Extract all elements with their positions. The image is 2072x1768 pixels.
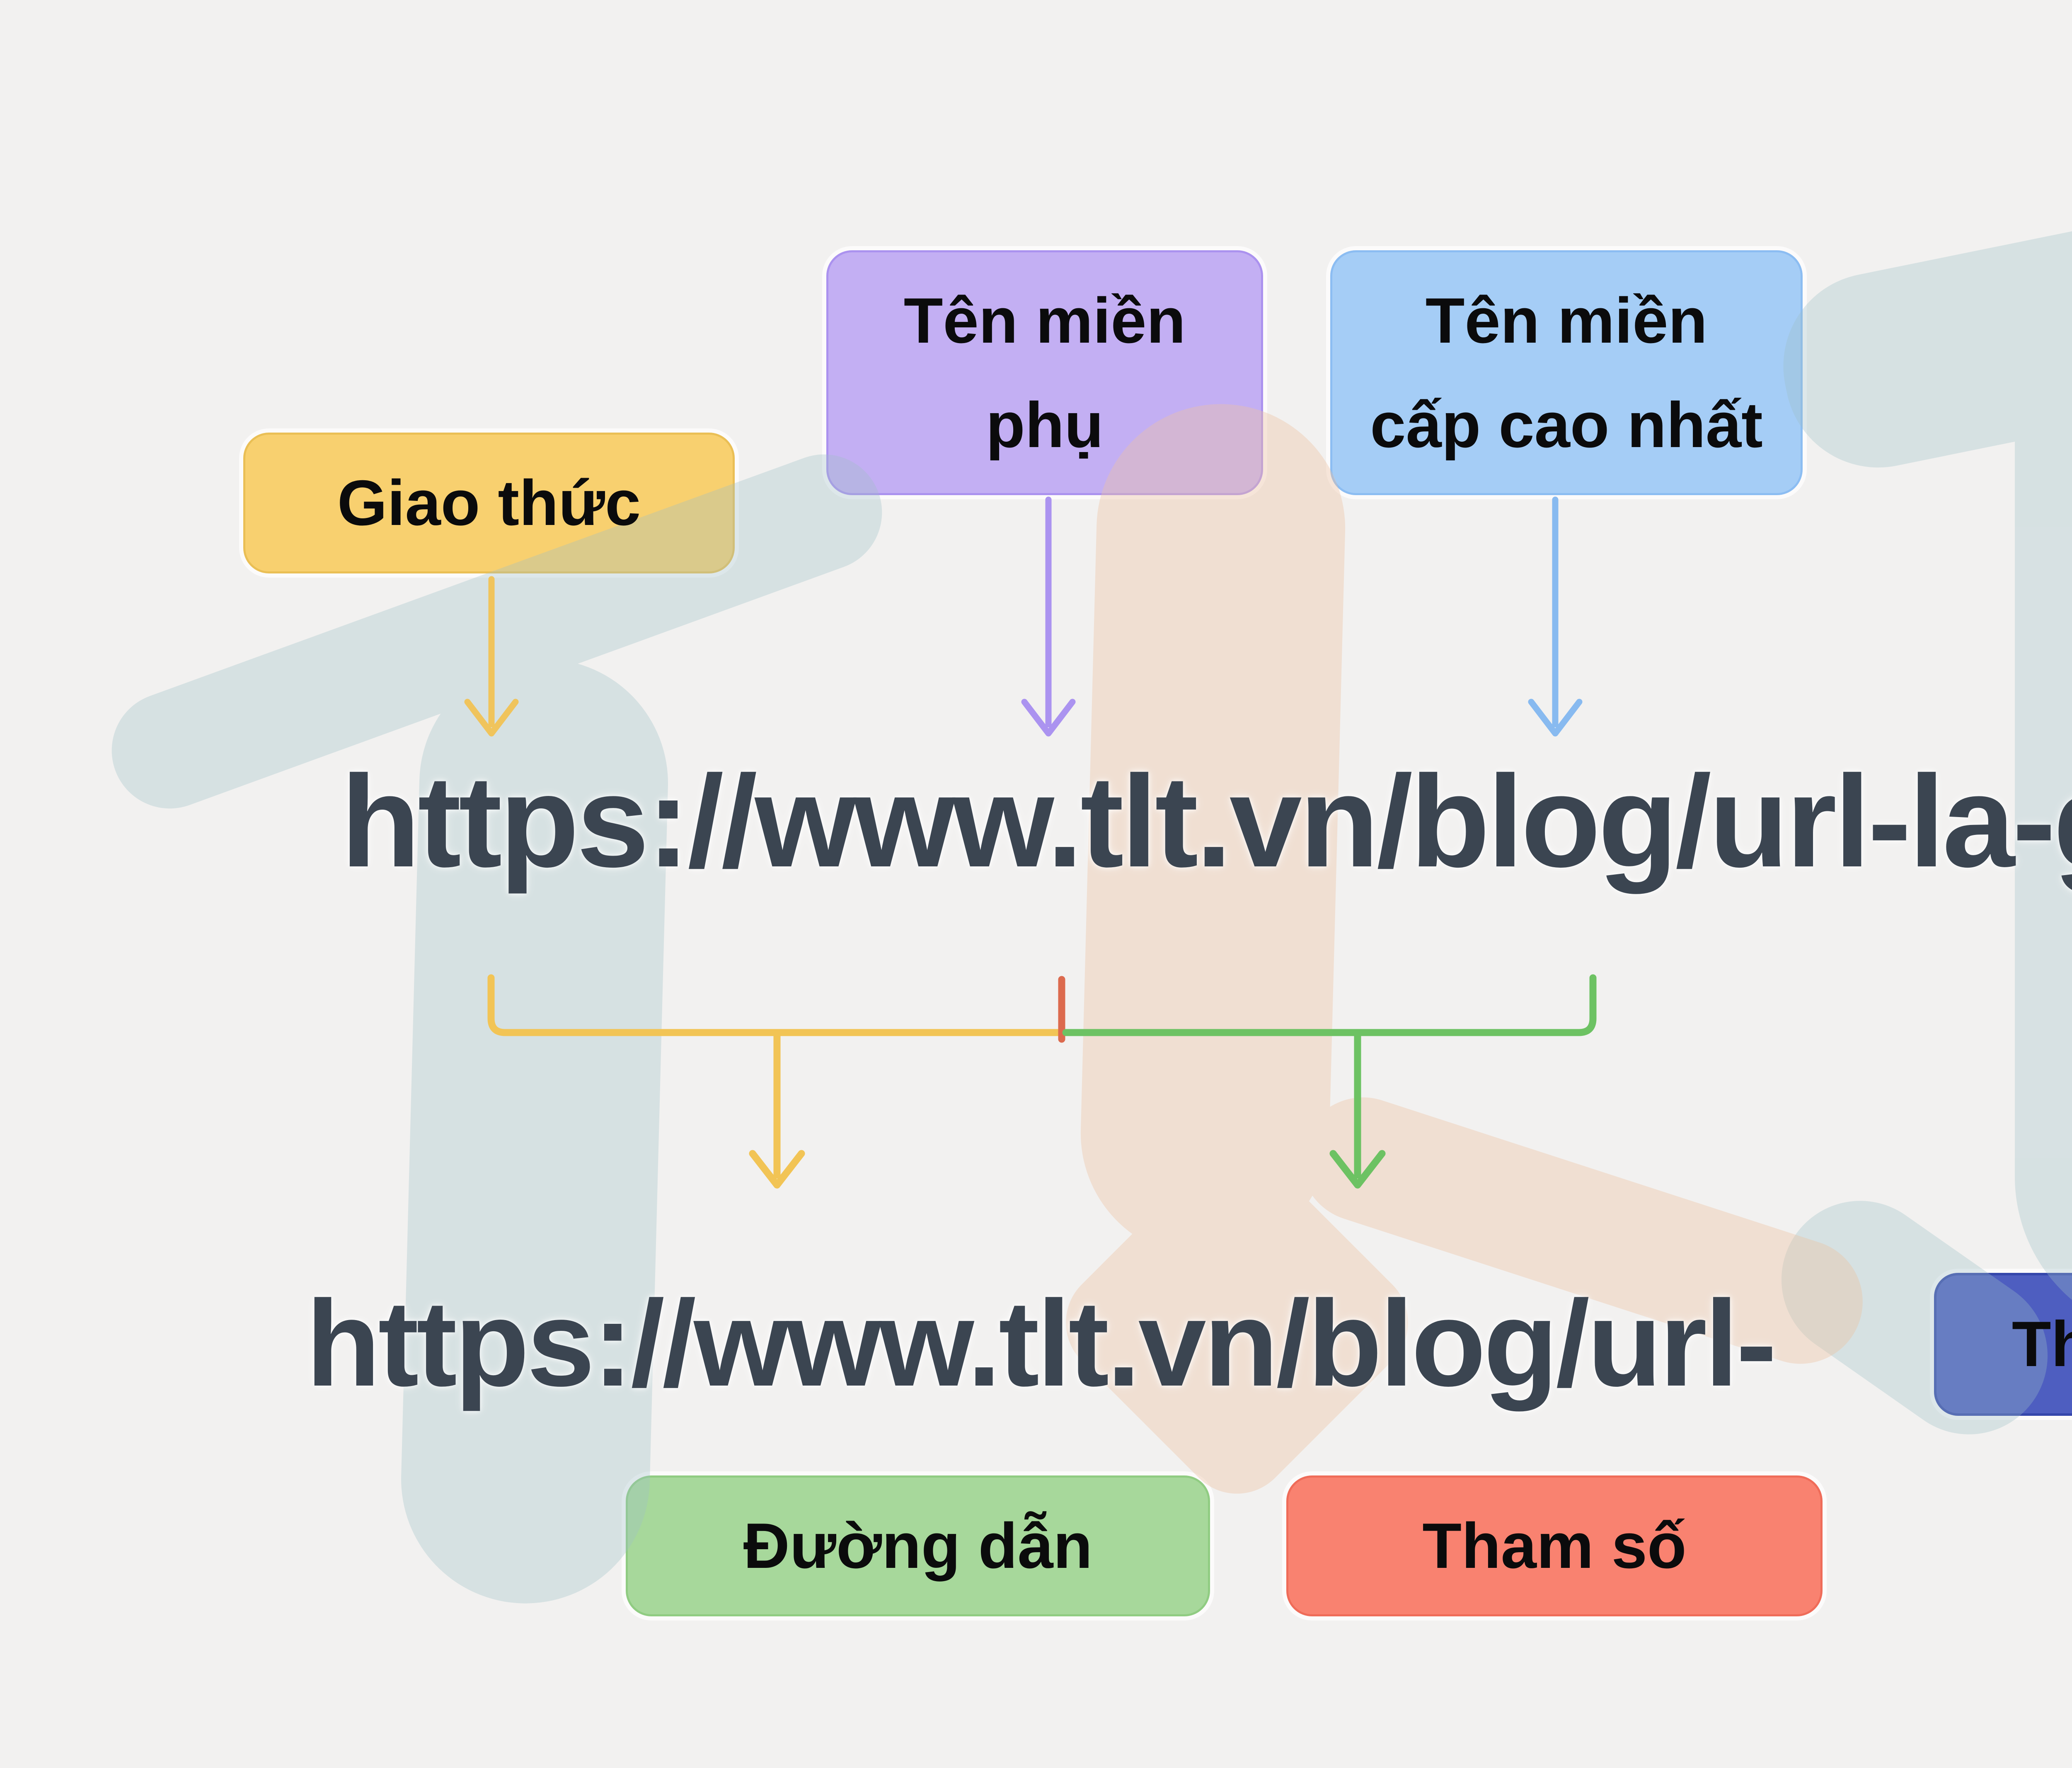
path-label: Đường dẫn: [743, 1509, 1093, 1582]
bracket-right-green: [1062, 974, 1597, 1189]
subdomain-box: Tên miền phụ: [826, 250, 1263, 495]
parameter-box: Tham số: [1286, 1475, 1823, 1616]
parameter-label: Tham số: [1422, 1509, 1687, 1582]
path-box: Đường dẫn: [626, 1475, 1210, 1616]
component-box: Thành phần: [1934, 1273, 2072, 1416]
protocol-box: Giao thức: [243, 433, 735, 573]
tld-label-line2: cấp cao nhất: [1370, 389, 1763, 461]
url-partial-text: https://www.tlt.vn/blog/url-: [306, 1275, 1777, 1412]
tld-arrow: [1528, 496, 1583, 737]
component-label: Thành phần: [2011, 1308, 2072, 1380]
subdomain-label-line1: Tên miền: [903, 285, 1186, 357]
protocol-label: Giao thức: [337, 467, 641, 539]
tld-box: Tên miền cấp cao nhất: [1330, 250, 1803, 495]
watermark-right-t-bar-shape: [1767, 129, 2072, 484]
tld-label-line1: Tên miền: [1425, 285, 1708, 357]
subdomain-label-line2: phụ: [985, 389, 1104, 461]
url-full-text: https://www.tlt.vn/blog/url-la-gi: [341, 748, 2072, 894]
protocol-arrow: [464, 576, 519, 737]
bracket-left-yellow: [487, 974, 1061, 1189]
subdomain-arrow: [1021, 496, 1076, 737]
